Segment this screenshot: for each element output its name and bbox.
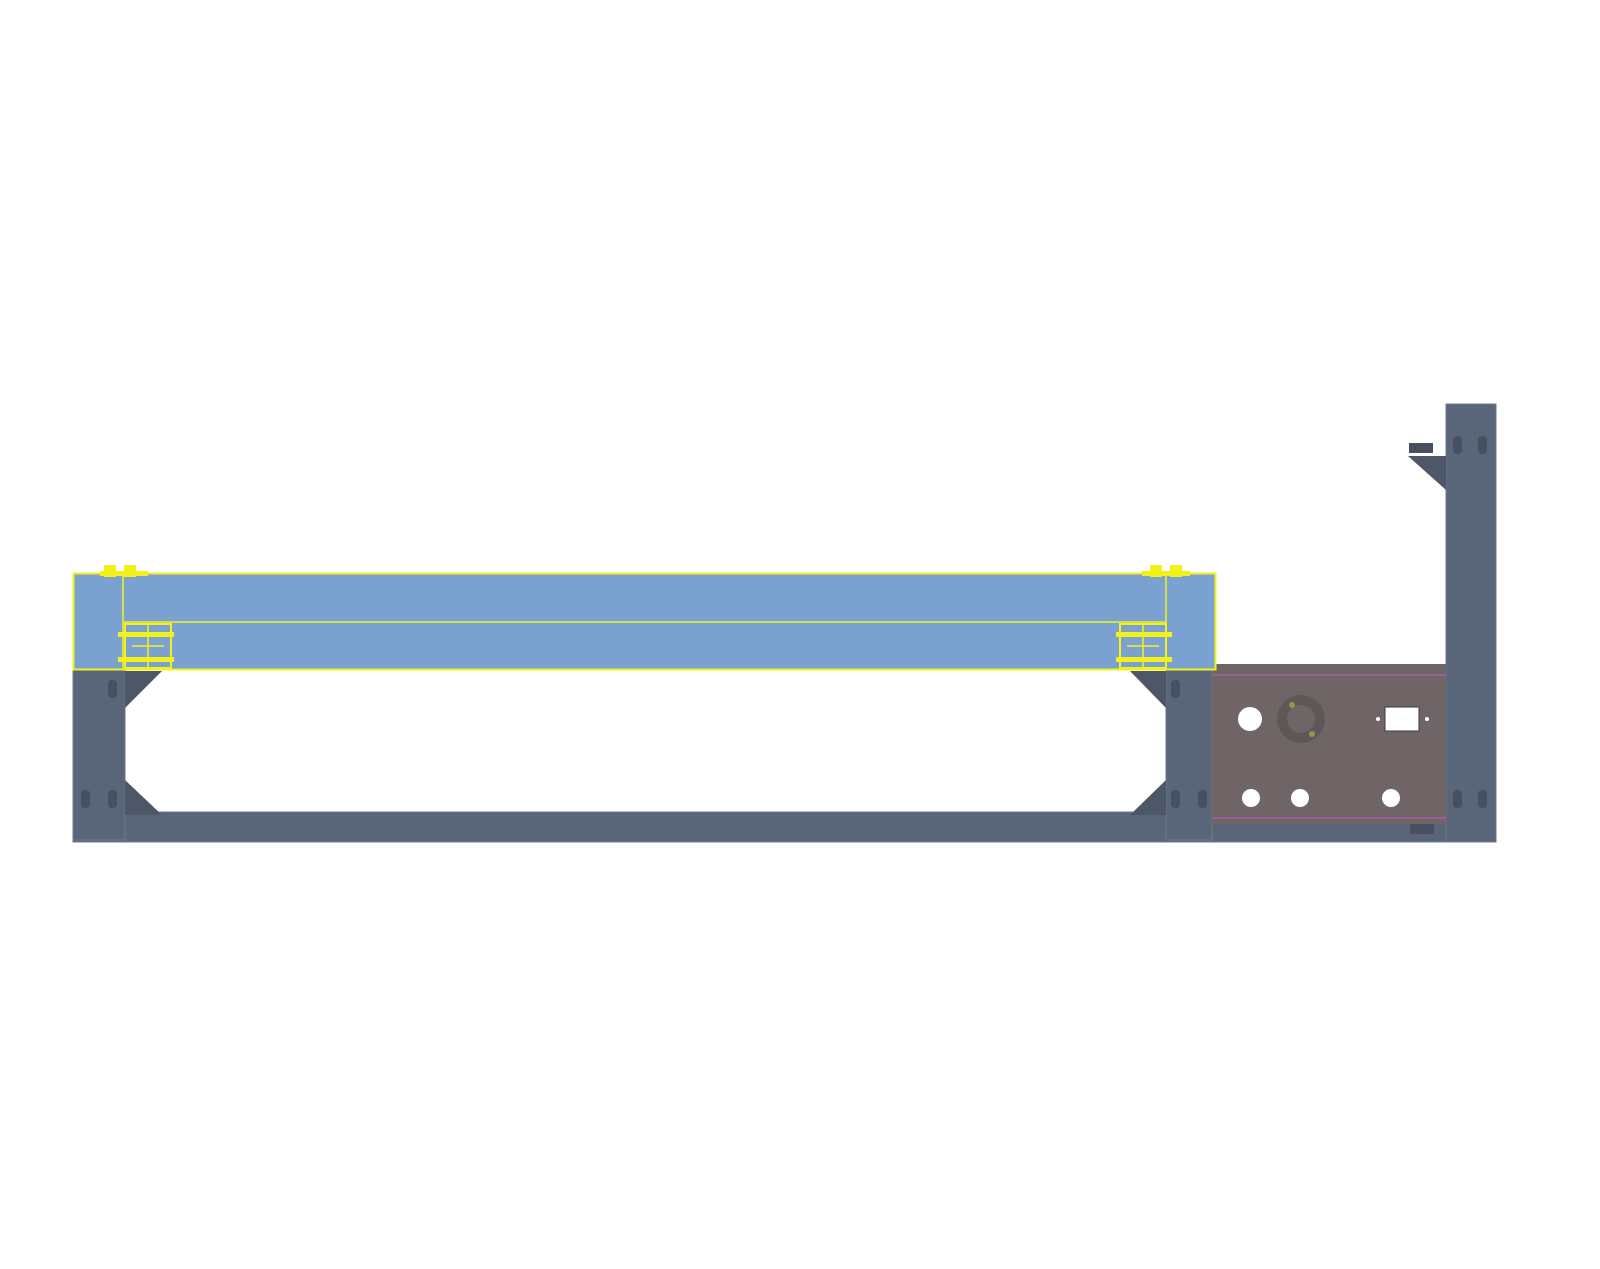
bolt-icon bbox=[1453, 790, 1462, 808]
beam-outline bbox=[72, 572, 1217, 671]
bolt-icon bbox=[108, 790, 117, 808]
bolt-icon bbox=[1478, 790, 1487, 808]
bolt-slots bbox=[81, 436, 1487, 808]
left-leg[interactable] bbox=[72, 667, 126, 841]
circle-cutout-icon bbox=[1238, 707, 1262, 731]
mount-bracket-left bbox=[118, 623, 174, 669]
bolt-icon bbox=[1171, 680, 1180, 698]
bolt-icon bbox=[108, 680, 117, 698]
gusset-top-middle bbox=[1130, 671, 1166, 708]
bolt-icon bbox=[1453, 436, 1462, 454]
bolt-icon bbox=[1171, 790, 1180, 808]
right-tall-post[interactable] bbox=[1445, 403, 1497, 843]
control-panel[interactable] bbox=[1212, 664, 1446, 824]
post-bracket bbox=[1409, 443, 1433, 453]
circle-cutout-icon bbox=[1382, 789, 1400, 807]
mount-hole bbox=[1376, 717, 1380, 721]
bottom-bracket bbox=[1410, 824, 1434, 834]
rectangle-cutout-icon bbox=[1384, 706, 1420, 732]
mount-hole bbox=[1425, 717, 1429, 721]
ring-connector-icon bbox=[1277, 695, 1325, 743]
gusset-top-left bbox=[125, 671, 162, 708]
bolt-icon bbox=[81, 790, 90, 808]
bolt-icon bbox=[1478, 436, 1487, 454]
circle-cutout-icon bbox=[1242, 789, 1260, 807]
top-clamp-right bbox=[1142, 565, 1190, 577]
gusset-bottom-left bbox=[125, 780, 162, 815]
upper-horizontal-beam[interactable] bbox=[72, 565, 1217, 671]
circle-cutout-icon bbox=[1291, 789, 1309, 807]
mount-bracket-right bbox=[1116, 623, 1172, 669]
bolt-icon bbox=[1198, 790, 1207, 808]
top-clamp-left bbox=[100, 565, 148, 577]
gusset-bottom-middle bbox=[1130, 780, 1166, 815]
gusset-post-upper bbox=[1408, 456, 1446, 490]
